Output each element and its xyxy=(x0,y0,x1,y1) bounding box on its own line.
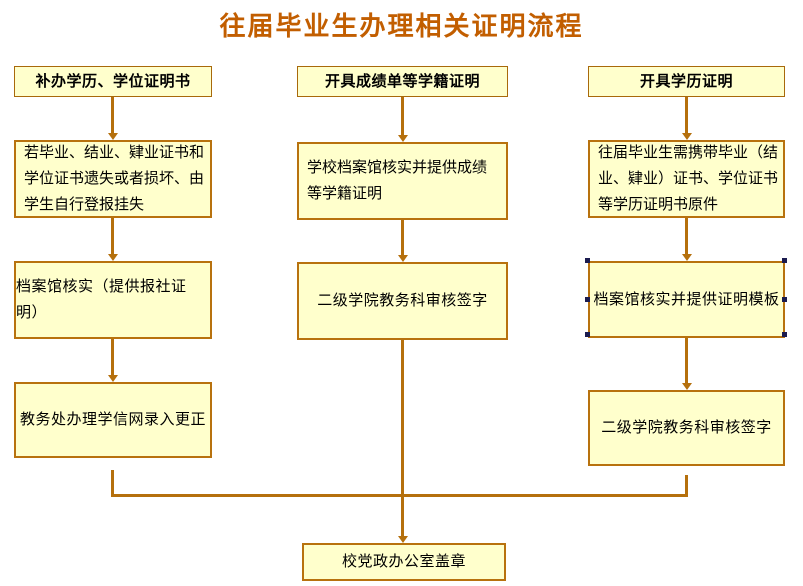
selection-handle-top-right[interactable] xyxy=(782,258,787,263)
connector-line xyxy=(685,475,688,497)
flow-box-col1-step1[interactable]: 若毕业、结业、肄业证书和 学位证书遗失或者损坏、由 学生自行登报挂失 xyxy=(14,140,212,218)
arrowhead-down-icon xyxy=(398,255,408,262)
flow-box-col3-step1[interactable]: 往届毕业生需携带毕业（结 业、肄业）证书、学位证书 等学历证明书原件 xyxy=(588,140,785,218)
selection-handle-top-left[interactable] xyxy=(585,258,590,263)
arrowhead-down-icon xyxy=(108,133,118,140)
arrowhead-down-icon xyxy=(108,375,118,382)
connector-line xyxy=(401,340,404,536)
arrowhead-down-icon xyxy=(682,254,692,261)
flow-box-col1-header[interactable]: 补办学历、学位证明书 xyxy=(14,66,212,97)
connector-line xyxy=(111,470,114,497)
connector-line xyxy=(685,97,688,133)
connector-line xyxy=(401,97,404,135)
selection-handle-bottom-left[interactable] xyxy=(585,332,590,337)
flow-box-col2-header[interactable]: 开具成绩单等学籍证明 xyxy=(297,66,508,97)
flow-box-col1-step3[interactable]: 教务处办理学信网录入更正 xyxy=(14,382,212,458)
flow-box-col2-step1[interactable]: 学校档案馆核实并提供成绩 等学籍证明 xyxy=(297,142,508,220)
flow-box-col3-step2-selected[interactable]: 档案馆核实并提供证明模板 xyxy=(588,261,785,338)
arrowhead-down-icon xyxy=(682,383,692,390)
selection-handle-middle-right[interactable] xyxy=(782,297,787,302)
flow-box-col3-header[interactable]: 开具学历证明 xyxy=(588,66,785,97)
selection-handle-bottom-right[interactable] xyxy=(782,332,787,337)
connector-line xyxy=(111,339,114,375)
connector-line xyxy=(401,220,404,255)
flow-box-col2-step2[interactable]: 二级学院教务科审核签字 xyxy=(297,262,508,340)
connector-line xyxy=(111,218,114,254)
flow-box-col3-step3[interactable]: 二级学院教务科审核签字 xyxy=(588,390,785,466)
flow-box-final[interactable]: 校党政办公室盖章 xyxy=(302,543,506,581)
arrowhead-down-icon xyxy=(682,133,692,140)
flow-box-col1-step2[interactable]: 档案馆核实（提供报社证明） xyxy=(14,261,212,339)
connector-line xyxy=(685,338,688,383)
selection-handle-middle-left[interactable] xyxy=(585,297,590,302)
arrowhead-down-icon xyxy=(398,536,408,543)
arrowhead-down-icon xyxy=(108,254,118,261)
page-title: 往届毕业生办理相关证明流程 xyxy=(219,11,584,41)
connector-merge-line xyxy=(111,494,688,497)
connector-line xyxy=(685,218,688,254)
connector-line xyxy=(111,97,114,133)
arrowhead-down-icon xyxy=(398,135,408,142)
